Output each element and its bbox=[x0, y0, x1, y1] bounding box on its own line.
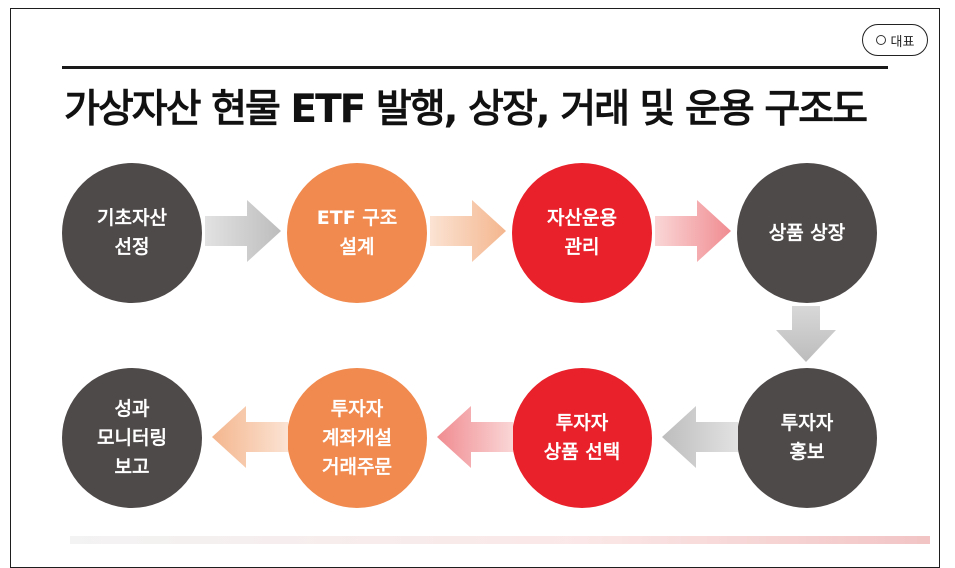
step-investor-selection: 투자자 상품 선택 bbox=[512, 368, 652, 508]
title-rule bbox=[62, 66, 888, 69]
right-arrow-icon bbox=[655, 200, 731, 262]
step-etf-structure: ETF 구조 설계 bbox=[287, 163, 427, 303]
right-arrow-icon bbox=[430, 200, 506, 262]
step-asset-management: 자산운용 관리 bbox=[512, 163, 652, 303]
circle-icon bbox=[875, 35, 886, 45]
representative-badge[interactable]: 대표 bbox=[862, 24, 928, 56]
badge-label: 대표 bbox=[890, 34, 915, 50]
step-account-order: 투자자 계좌개설 거래주문 bbox=[287, 368, 427, 508]
diagram-title: 가상자산 현물 ETF 발행, 상장, 거래 및 운용 구조도 bbox=[64, 87, 868, 132]
down-arrow-icon bbox=[776, 306, 836, 362]
step-monitoring-report: 성과 모니터링 보고 bbox=[62, 368, 202, 508]
step-underlying-asset: 기초자산 선정 bbox=[62, 163, 202, 303]
left-arrow-icon bbox=[437, 406, 513, 468]
bottom-decoration bbox=[70, 536, 930, 544]
left-arrow-icon bbox=[662, 406, 738, 468]
step-listing: 상품 상장 bbox=[737, 163, 877, 303]
right-arrow-icon bbox=[205, 200, 281, 262]
left-arrow-icon bbox=[212, 406, 288, 468]
step-investor-promotion: 투자자 홍보 bbox=[737, 368, 877, 508]
